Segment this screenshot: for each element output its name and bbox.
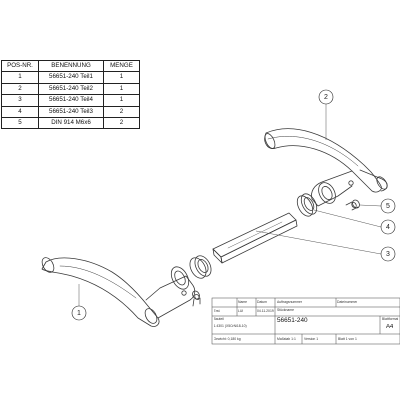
balloon-label-2: 2 [324, 94, 328, 101]
tb-part-name-label: Stückname [277, 307, 294, 312]
leader-lines [78, 104, 382, 306]
tb-date: 04.11.2019 [257, 308, 274, 313]
sheet-size: A4 [386, 323, 394, 330]
parts-list-header: POS-NR. BENENNUNG MENGE [1, 59, 140, 73]
balloon-3 [380, 246, 396, 262]
tb-version: Version 1 [304, 337, 319, 341]
tb-author: LUI [238, 308, 244, 313]
tb-weight: Gewicht: 0,180 kg [213, 337, 241, 341]
title-block: Name Datum Auftragsnummer Dateinummer Er… [212, 298, 400, 344]
balloon-2 [318, 89, 334, 105]
table-row: 3 56651-240 Teil4 1 [1, 94, 140, 107]
balloon-label-1: 1 [77, 310, 81, 317]
balloon-label-4: 4 [386, 224, 390, 231]
tb-date-label: Datum [257, 299, 267, 304]
upper-lever-handle [264, 128, 388, 207]
balloon-label-5: 5 [386, 203, 390, 210]
tb-material: 1.4301 (X5CrNi18-10) [213, 324, 247, 328]
table-row: 2 56651-240 Teil2 1 [1, 82, 140, 96]
square-spindle [212, 212, 298, 264]
lower-set-screw [192, 290, 201, 307]
tb-file-number-label: Dateinummer [337, 299, 358, 304]
balloon-5 [380, 198, 396, 214]
lower-bushing-ring [189, 255, 212, 279]
tb-created-label: Erst. [213, 308, 221, 313]
balloons [71, 89, 396, 321]
tb-sheet-count: Blatt 1 von 1 [338, 337, 357, 341]
table-row: 5 DIN 914 M6x6 2 [1, 116, 140, 130]
tb-component-label: Bauteil [213, 317, 224, 321]
title-block-frame [211, 297, 400, 345]
lower-lever-handle [41, 257, 196, 327]
qty-cell: 2 [103, 116, 140, 130]
drawing-number: 56651-240 [277, 317, 308, 324]
tb-name-label: Name [238, 299, 248, 304]
upper-set-screw [345, 199, 360, 211]
balloon-label-3: 3 [386, 251, 390, 258]
tb-sheet-format-label: Blattformat [382, 317, 399, 321]
tb-scale: Maßstab 1:1 [277, 337, 296, 341]
balloon-1 [71, 305, 87, 321]
balloon-4 [380, 219, 396, 235]
parts-list-table: POS-NR. BENENNUNG MENGE 1 56651-240 Teil… [1, 59, 140, 130]
tb-order-number-label: Auftragsnummer [277, 299, 303, 304]
upper-bushing-ring [296, 193, 318, 217]
